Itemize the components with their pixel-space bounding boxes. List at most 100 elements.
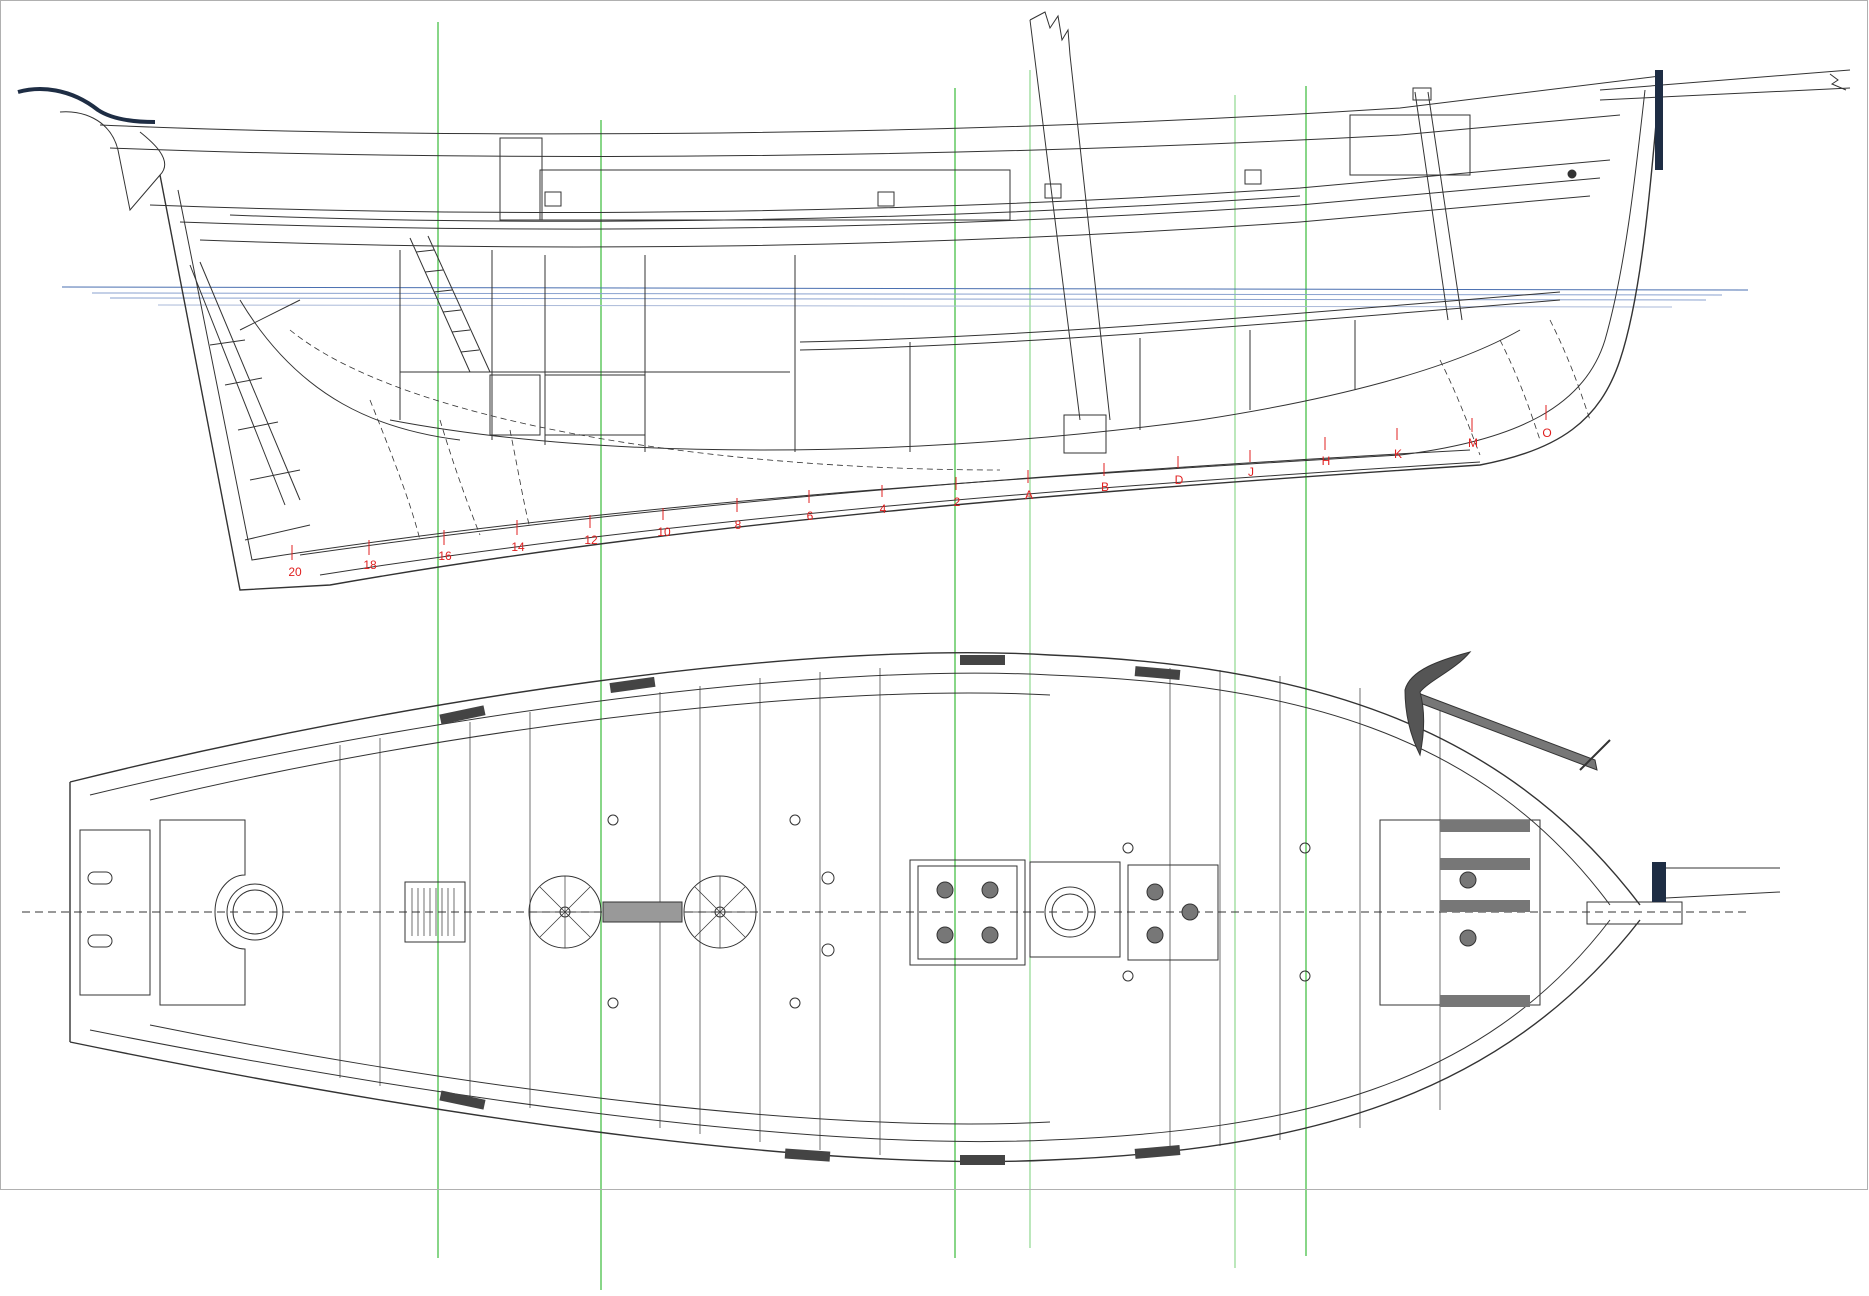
ring-bolt bbox=[1122, 970, 1134, 982]
keel-rabbet bbox=[299, 449, 1471, 556]
fore-hatch bbox=[1127, 864, 1219, 961]
ladder-rung bbox=[433, 289, 453, 293]
upper-deck-line bbox=[229, 195, 1301, 222]
main-rail-lower bbox=[179, 177, 1601, 230]
forecastle-house bbox=[1349, 114, 1471, 176]
pump-chain bbox=[602, 901, 683, 923]
waterway-starboard bbox=[149, 1024, 1051, 1125]
ladder-rung bbox=[460, 349, 480, 353]
rudder bbox=[189, 261, 311, 541]
bitt-icon bbox=[1459, 871, 1477, 889]
frame-section bbox=[509, 429, 531, 529]
hull-inner-line bbox=[177, 89, 1646, 561]
scarf bbox=[960, 1155, 1005, 1165]
rudder-gudgeon bbox=[249, 469, 301, 481]
stern-scroll bbox=[17, 87, 156, 124]
bowsprit bbox=[1567, 69, 1851, 179]
anchor-stock bbox=[1579, 739, 1611, 771]
bow-bitt-bar bbox=[1440, 820, 1530, 832]
station-label: 4 bbox=[880, 502, 887, 516]
rudder-gudgeon bbox=[224, 377, 263, 386]
capstan-aft bbox=[226, 883, 284, 941]
frame-sections bbox=[289, 319, 1591, 541]
ring-bolt bbox=[607, 997, 619, 1009]
ring-bolt bbox=[607, 814, 619, 826]
ring-bolt bbox=[821, 871, 835, 885]
cleat bbox=[87, 934, 113, 948]
skylight bbox=[1044, 183, 1062, 199]
station-label: O bbox=[1542, 426, 1551, 440]
waterway-port bbox=[149, 692, 1051, 801]
deck-outline-starboard bbox=[69, 919, 1641, 1163]
ladder-rung bbox=[451, 329, 471, 333]
anchor-fluke bbox=[1404, 651, 1472, 757]
bow-bitt-bar bbox=[1440, 995, 1530, 1007]
mast-partner bbox=[1029, 861, 1121, 958]
stem-head bbox=[1655, 70, 1663, 170]
ring-bolt bbox=[789, 814, 801, 826]
waterline bbox=[61, 286, 1749, 291]
stern-post-outline bbox=[59, 111, 166, 212]
hold-stanchions bbox=[399, 250, 1356, 452]
bitt-icon bbox=[981, 926, 999, 944]
wheel-spoke bbox=[694, 886, 746, 938]
mainmast bbox=[1029, 11, 1111, 454]
ring-bolt bbox=[1299, 970, 1311, 982]
bowsprit-edge bbox=[1599, 69, 1851, 91]
station-label: B bbox=[1101, 480, 1109, 494]
hawse-hole bbox=[1567, 169, 1577, 179]
station-label: 14 bbox=[511, 540, 525, 554]
bow-bitts bbox=[1379, 819, 1781, 1007]
bitt-icon bbox=[936, 881, 954, 899]
bowsprit-edge bbox=[1599, 87, 1851, 101]
ladder-rail bbox=[427, 235, 491, 373]
skylight bbox=[877, 191, 895, 207]
anchor-icon bbox=[1404, 651, 1611, 771]
ring-bolts bbox=[607, 814, 1311, 1009]
rudder-edge bbox=[199, 261, 301, 501]
waterlines bbox=[61, 286, 1749, 308]
deck-structures bbox=[499, 114, 1471, 221]
hatch-grating bbox=[404, 881, 466, 943]
frame-section bbox=[439, 419, 481, 536]
station-label: 12 bbox=[584, 533, 598, 547]
station-label: A bbox=[1025, 488, 1033, 502]
scarf bbox=[609, 676, 656, 694]
stern-cabin bbox=[79, 819, 284, 1006]
ladder-rail bbox=[409, 237, 471, 373]
bowsprit-heel bbox=[1586, 901, 1683, 925]
buttock-line bbox=[289, 329, 1001, 471]
rudder-gudgeon bbox=[237, 421, 279, 431]
anchor-shank bbox=[1409, 689, 1598, 771]
bitt-icon bbox=[1146, 926, 1164, 944]
sheer-rail-top bbox=[99, 75, 1661, 135]
wale bbox=[199, 195, 1591, 248]
bow-bitt-bar bbox=[1440, 900, 1530, 912]
frame-section bbox=[1499, 339, 1541, 441]
frame-section bbox=[1439, 359, 1481, 456]
station-label: 10 bbox=[657, 525, 671, 539]
stern-locker bbox=[79, 829, 151, 996]
ladder-rung bbox=[415, 249, 435, 253]
deck-scarfs bbox=[439, 655, 1181, 1165]
waterline bbox=[109, 297, 1707, 301]
scarf bbox=[439, 705, 486, 725]
mast-edge bbox=[1069, 54, 1111, 421]
companionway bbox=[499, 137, 543, 221]
hatch-coaming bbox=[404, 881, 466, 943]
cleat bbox=[87, 871, 113, 885]
station-label: 18 bbox=[363, 558, 377, 572]
ladder-rung bbox=[424, 269, 444, 273]
lower-deck-line bbox=[799, 291, 1561, 343]
deck-plan-view bbox=[22, 651, 1781, 1165]
rudder-gudgeon bbox=[244, 524, 311, 541]
sheer-rail-upper bbox=[109, 114, 1621, 157]
station-label: D bbox=[1175, 473, 1184, 487]
bowsprit-collar bbox=[1652, 862, 1666, 902]
station-ticks bbox=[291, 405, 1547, 560]
scarf bbox=[960, 655, 1005, 665]
wheel-spokes bbox=[529, 876, 601, 948]
station-label: M bbox=[1468, 436, 1478, 450]
